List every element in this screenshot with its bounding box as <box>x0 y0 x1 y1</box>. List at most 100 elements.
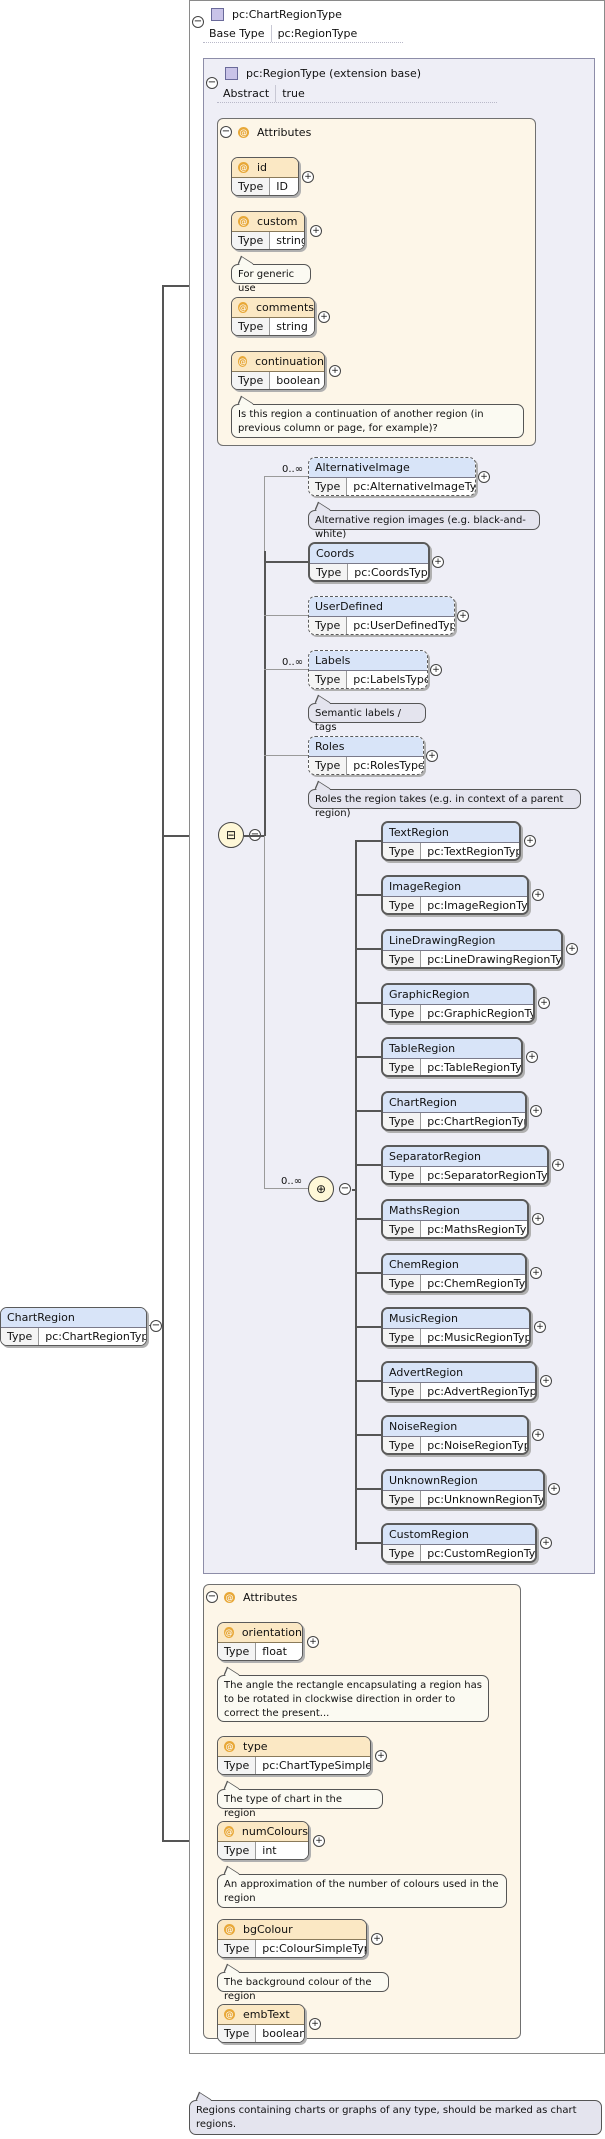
root-collapse-icon[interactable]: − <box>150 1320 162 1332</box>
alternativeimage-doc: Alternative region images (e.g. black-an… <box>308 510 540 540</box>
attribute-icon: @ <box>238 162 249 173</box>
element-type-label: Type <box>315 673 341 686</box>
attribute-continuation-doc: Is this region a continuation of another… <box>231 404 524 438</box>
choice-collapse-icon[interactable]: − <box>339 1183 351 1195</box>
region-attributes-collapse-icon[interactable]: − <box>220 126 232 138</box>
attribute-custom-doc: For generic use <box>231 264 311 294</box>
attribute-orientation-expand-icon[interactable]: + <box>307 1636 319 1648</box>
root-element-name: ChartRegion <box>1 1308 146 1328</box>
element-advertregion-expand-icon[interactable]: + <box>540 1375 552 1387</box>
attribute-name: comments <box>256 301 314 314</box>
attribute-type-expand-icon[interactable]: + <box>375 1750 387 1762</box>
attribute-type-label: Type <box>224 1645 250 1658</box>
element-type: pc:MathsRegionType <box>420 1221 527 1237</box>
element-coords-expand-icon[interactable]: + <box>432 556 444 568</box>
choice-branch-line <box>355 1218 381 1220</box>
attribute-icon: @ <box>224 2009 235 2020</box>
seq-branch-line <box>264 669 308 670</box>
element-graphicregion-expand-icon[interactable]: + <box>538 997 550 1009</box>
element-roles-expand-icon[interactable]: + <box>426 750 438 762</box>
sequence-compositor-icon[interactable]: ⊟ <box>218 822 244 848</box>
attribute-group-icon: @ <box>224 1591 235 1603</box>
element-tableregion-expand-icon[interactable]: + <box>526 1051 538 1063</box>
element-chemregion-expand-icon[interactable]: + <box>530 1267 542 1279</box>
choice-branch-line <box>355 1164 381 1166</box>
attribute-numcolours-expand-icon[interactable]: + <box>313 1835 325 1847</box>
element-textregion-expand-icon[interactable]: + <box>524 835 536 847</box>
element-labels-expand-icon[interactable]: + <box>430 664 442 676</box>
element-alternativeimage-expand-icon[interactable]: + <box>478 471 490 483</box>
chart-attributes-collapse-icon[interactable]: − <box>206 1591 218 1603</box>
element-type-label: Type <box>389 1439 415 1452</box>
element-type-label: Type <box>389 1277 415 1290</box>
element-name: AlternativeImage <box>309 458 475 478</box>
element-chartregion-expand-icon[interactable]: + <box>530 1105 542 1117</box>
attribute-custom-expand-icon[interactable]: + <box>310 225 322 237</box>
choice-branch-line <box>355 894 381 896</box>
element-name: Coords <box>310 544 428 564</box>
extension-collapse-icon[interactable]: − <box>206 77 218 89</box>
element-name: Roles <box>309 737 423 757</box>
attribute-id-expand-icon[interactable]: + <box>302 171 314 183</box>
attribute-icon: @ <box>224 1924 235 1935</box>
element-customregion-expand-icon[interactable]: + <box>540 1537 552 1549</box>
element-userdefined-expand-icon[interactable]: + <box>457 610 469 622</box>
element-type-label: Type <box>389 1493 415 1506</box>
element-noiseregion-expand-icon[interactable]: + <box>532 1429 544 1441</box>
complex-type-collapse-icon[interactable]: − <box>192 16 204 28</box>
attribute-bgcolour-expand-icon[interactable]: + <box>371 1933 383 1945</box>
element-mathsregion-expand-icon[interactable]: + <box>532 1213 544 1225</box>
element-type-label: Type <box>389 1547 415 1560</box>
attribute-type: boolean <box>255 2025 304 2042</box>
element-imageregion-expand-icon[interactable]: + <box>532 889 544 901</box>
choice-compositor-icon[interactable]: ⊕ <box>308 1176 334 1202</box>
base-type-row: Base Type pc:RegionType <box>203 25 403 43</box>
abstract-label: Abstract <box>223 87 270 100</box>
choice-stub <box>352 1189 356 1191</box>
attribute-type-label: Type <box>224 2027 250 2040</box>
attribute-continuation-expand-icon[interactable]: + <box>329 365 341 377</box>
attribute-embtext-expand-icon[interactable]: + <box>309 2018 321 2030</box>
attribute-comments-expand-icon[interactable]: + <box>318 311 330 323</box>
labels-occurs: 0..∞ <box>282 657 304 668</box>
element-separatorregion-expand-icon[interactable]: + <box>552 1159 564 1171</box>
attribute-name: custom <box>257 215 298 228</box>
element-unknownregion-expand-icon[interactable]: + <box>548 1483 560 1495</box>
element-type-label: Type <box>315 619 341 632</box>
element-linedrawingregion-expand-icon[interactable]: + <box>566 943 578 955</box>
attribute-type: string <box>269 232 304 249</box>
element-musicregion-expand-icon[interactable]: + <box>534 1321 546 1333</box>
attribute-type: int <box>255 1842 308 1859</box>
element-name: UnknownRegion <box>383 1471 543 1491</box>
